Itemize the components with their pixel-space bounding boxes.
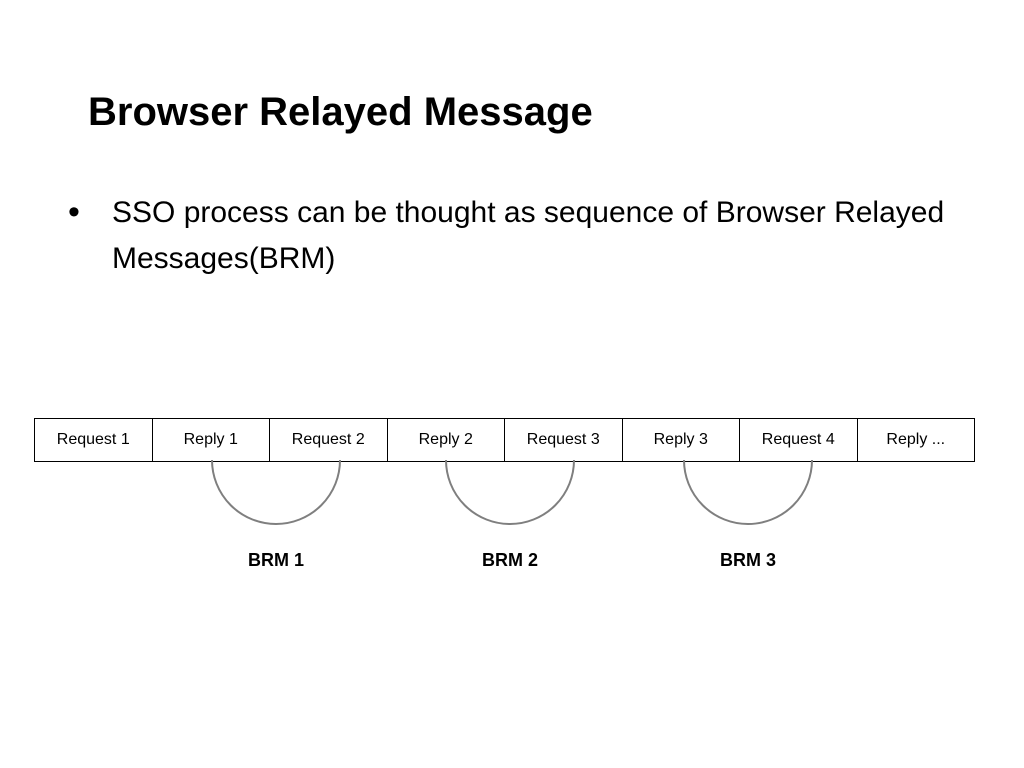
sequence-cell: Request 4 (740, 419, 858, 461)
sequence-cell: Reply 1 (152, 419, 270, 461)
sequence-cell: Reply 2 (387, 419, 505, 461)
sequence-cell: Reply 3 (622, 419, 740, 461)
brm-label-group: BRM 1 BRM 2 BRM 3 (34, 550, 975, 576)
sequence-cell: Request 3 (505, 419, 623, 461)
sequence-cell: Reply ... (857, 419, 974, 461)
brm-arc (683, 460, 813, 525)
brm-arc (445, 460, 575, 525)
brm-arc-group (211, 460, 813, 525)
page-title: Browser Relayed Message (88, 90, 593, 134)
bullet-list: • SSO process can be thought as sequence… (62, 190, 982, 282)
brm-label: BRM 3 (719, 550, 777, 570)
brm-label: BRM 1 (247, 550, 305, 570)
bullet-marker-icon: • (68, 193, 80, 231)
sequence-cell: Request 1 (35, 419, 153, 461)
brm-arc (211, 460, 341, 525)
bullet-item-text: SSO process can be thought as sequence o… (112, 196, 945, 275)
brm-label: BRM 2 (481, 550, 539, 570)
sequence-cell: Request 2 (270, 419, 388, 461)
